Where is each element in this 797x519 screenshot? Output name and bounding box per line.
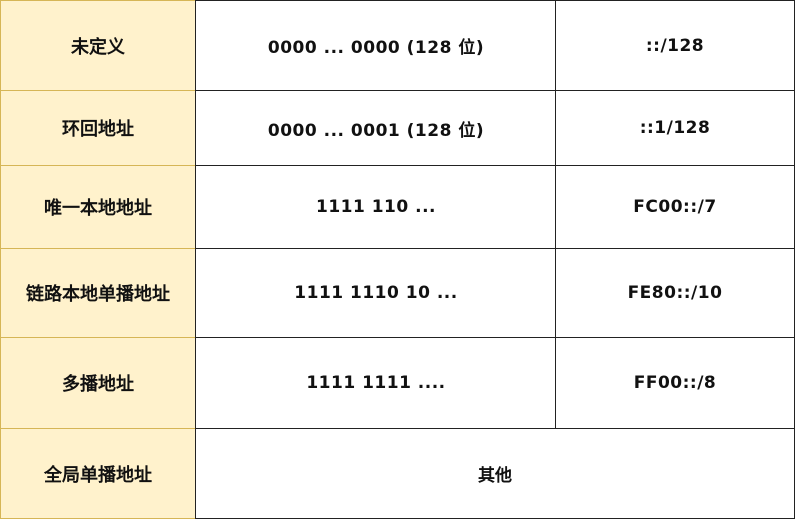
notation-link-local: FE80::/10	[555, 248, 795, 338]
binary-prefix-link-local: 1111 1110 10 ...	[195, 248, 557, 338]
notation-unspecified: ::/128	[555, 0, 795, 91]
binary-prefix-loopback: 0000 ... 0001 (128 位)	[195, 90, 557, 166]
binary-text: 1111 1111 ....	[306, 373, 446, 393]
notation-text: ::1/128	[639, 118, 711, 138]
type-text: 环回地址	[62, 119, 134, 140]
binary-text: 0000 ... 0000 (128 位)	[267, 38, 485, 58]
row-label-unspecified: 未定义	[0, 0, 196, 91]
row-label-loopback: 环回地址	[0, 90, 196, 166]
row-label-link-local: 链路本地单播地址	[0, 248, 196, 338]
binary-prefix-unique-local: 1111 110 ...	[195, 165, 557, 249]
notation-unique-local: FC00::/7	[555, 165, 795, 249]
binary-prefix-unspecified: 0000 ... 0000 (128 位)	[195, 0, 557, 91]
type-text: 未定义	[71, 36, 125, 58]
type-text: 唯一本地地址	[44, 198, 152, 219]
notation-text: ::/128	[645, 35, 705, 56]
notation-text: FF00::/8	[633, 373, 717, 393]
other-global-unicast: 其他	[195, 428, 795, 519]
notation-multicast: FF00::/8	[555, 337, 795, 429]
binary-text: 0000 ... 0001 (128 位)	[267, 120, 485, 141]
binary-text: 1111 110 ...	[315, 197, 436, 217]
notation-loopback: ::1/128	[555, 90, 795, 166]
notation-text: FC00::/7	[633, 197, 717, 217]
binary-prefix-multicast: 1111 1111 ....	[195, 337, 557, 429]
type-text: 全局单播地址	[44, 464, 152, 486]
other-text: 其他	[478, 466, 512, 486]
type-text: 链路本地单播地址	[26, 284, 170, 305]
row-label-global-unicast: 全局单播地址	[0, 428, 196, 519]
type-text: 多播地址	[62, 374, 134, 395]
row-label-unique-local: 唯一本地地址	[0, 165, 196, 249]
row-label-multicast: 多播地址	[0, 337, 196, 429]
notation-text: FE80::/10	[627, 283, 723, 303]
binary-text: 1111 1110 10 ...	[294, 283, 458, 303]
